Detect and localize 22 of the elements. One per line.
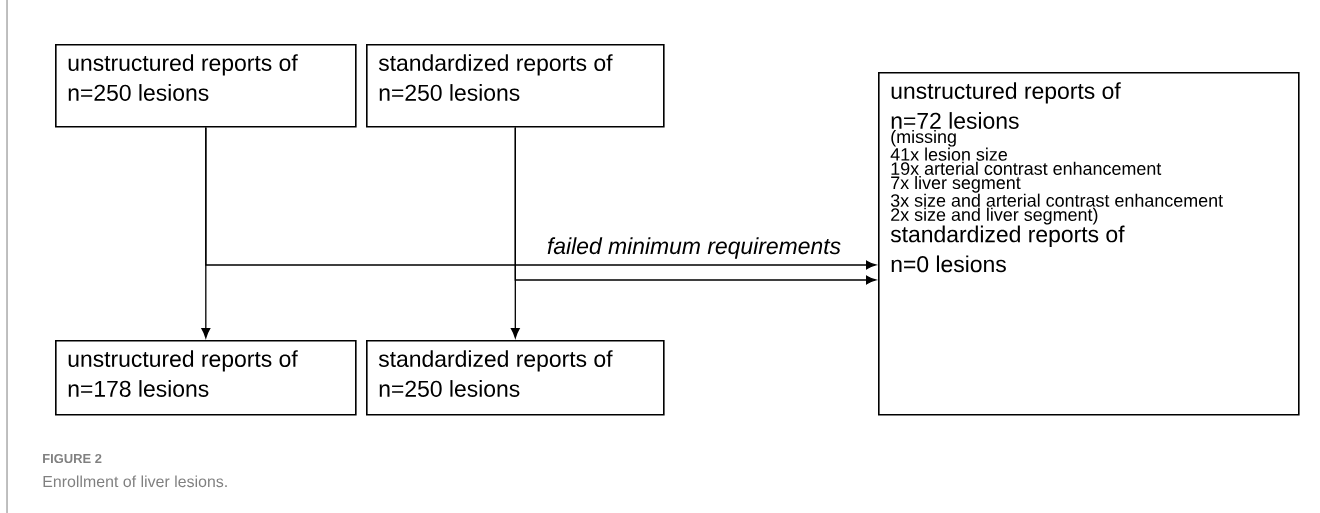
node-text: standardized reports of n=250 lesions <box>378 350 613 397</box>
figure-number: FIGURE 2 <box>43 453 102 464</box>
node-text: standardized reports of n=250 lesions <box>378 54 613 101</box>
node-text: 7x liver segment <box>891 175 1021 193</box>
node-text: 2x size and liver segment) <box>891 207 1098 225</box>
node-text: 19x arterial contrast enhancement <box>891 161 1162 175</box>
node-text: standardized reports of n=0 lesions <box>890 225 1125 273</box>
arrow <box>514 126 877 285</box>
report-box <box>878 72 1300 416</box>
node-text: 41x lesion size <box>890 147 1007 161</box>
node-text: (missing <box>891 129 956 147</box>
report-box <box>55 44 357 128</box>
caption: Enrollment of liver lesions. <box>43 475 227 488</box>
arrow <box>205 126 877 270</box>
report-box <box>366 44 665 128</box>
node-text: unstructured reports of n=250 lesions <box>68 54 298 101</box>
report-box <box>366 340 665 416</box>
node-text: 3x size and arterial contrast enhancement <box>890 193 1223 207</box>
node-text: unstructured reports of n=178 lesions <box>68 350 298 397</box>
edge-label: failed minimum requirements <box>547 237 841 259</box>
node-text: unstructured reports of n=72 lesions <box>891 82 1121 129</box>
report-box <box>55 340 357 416</box>
